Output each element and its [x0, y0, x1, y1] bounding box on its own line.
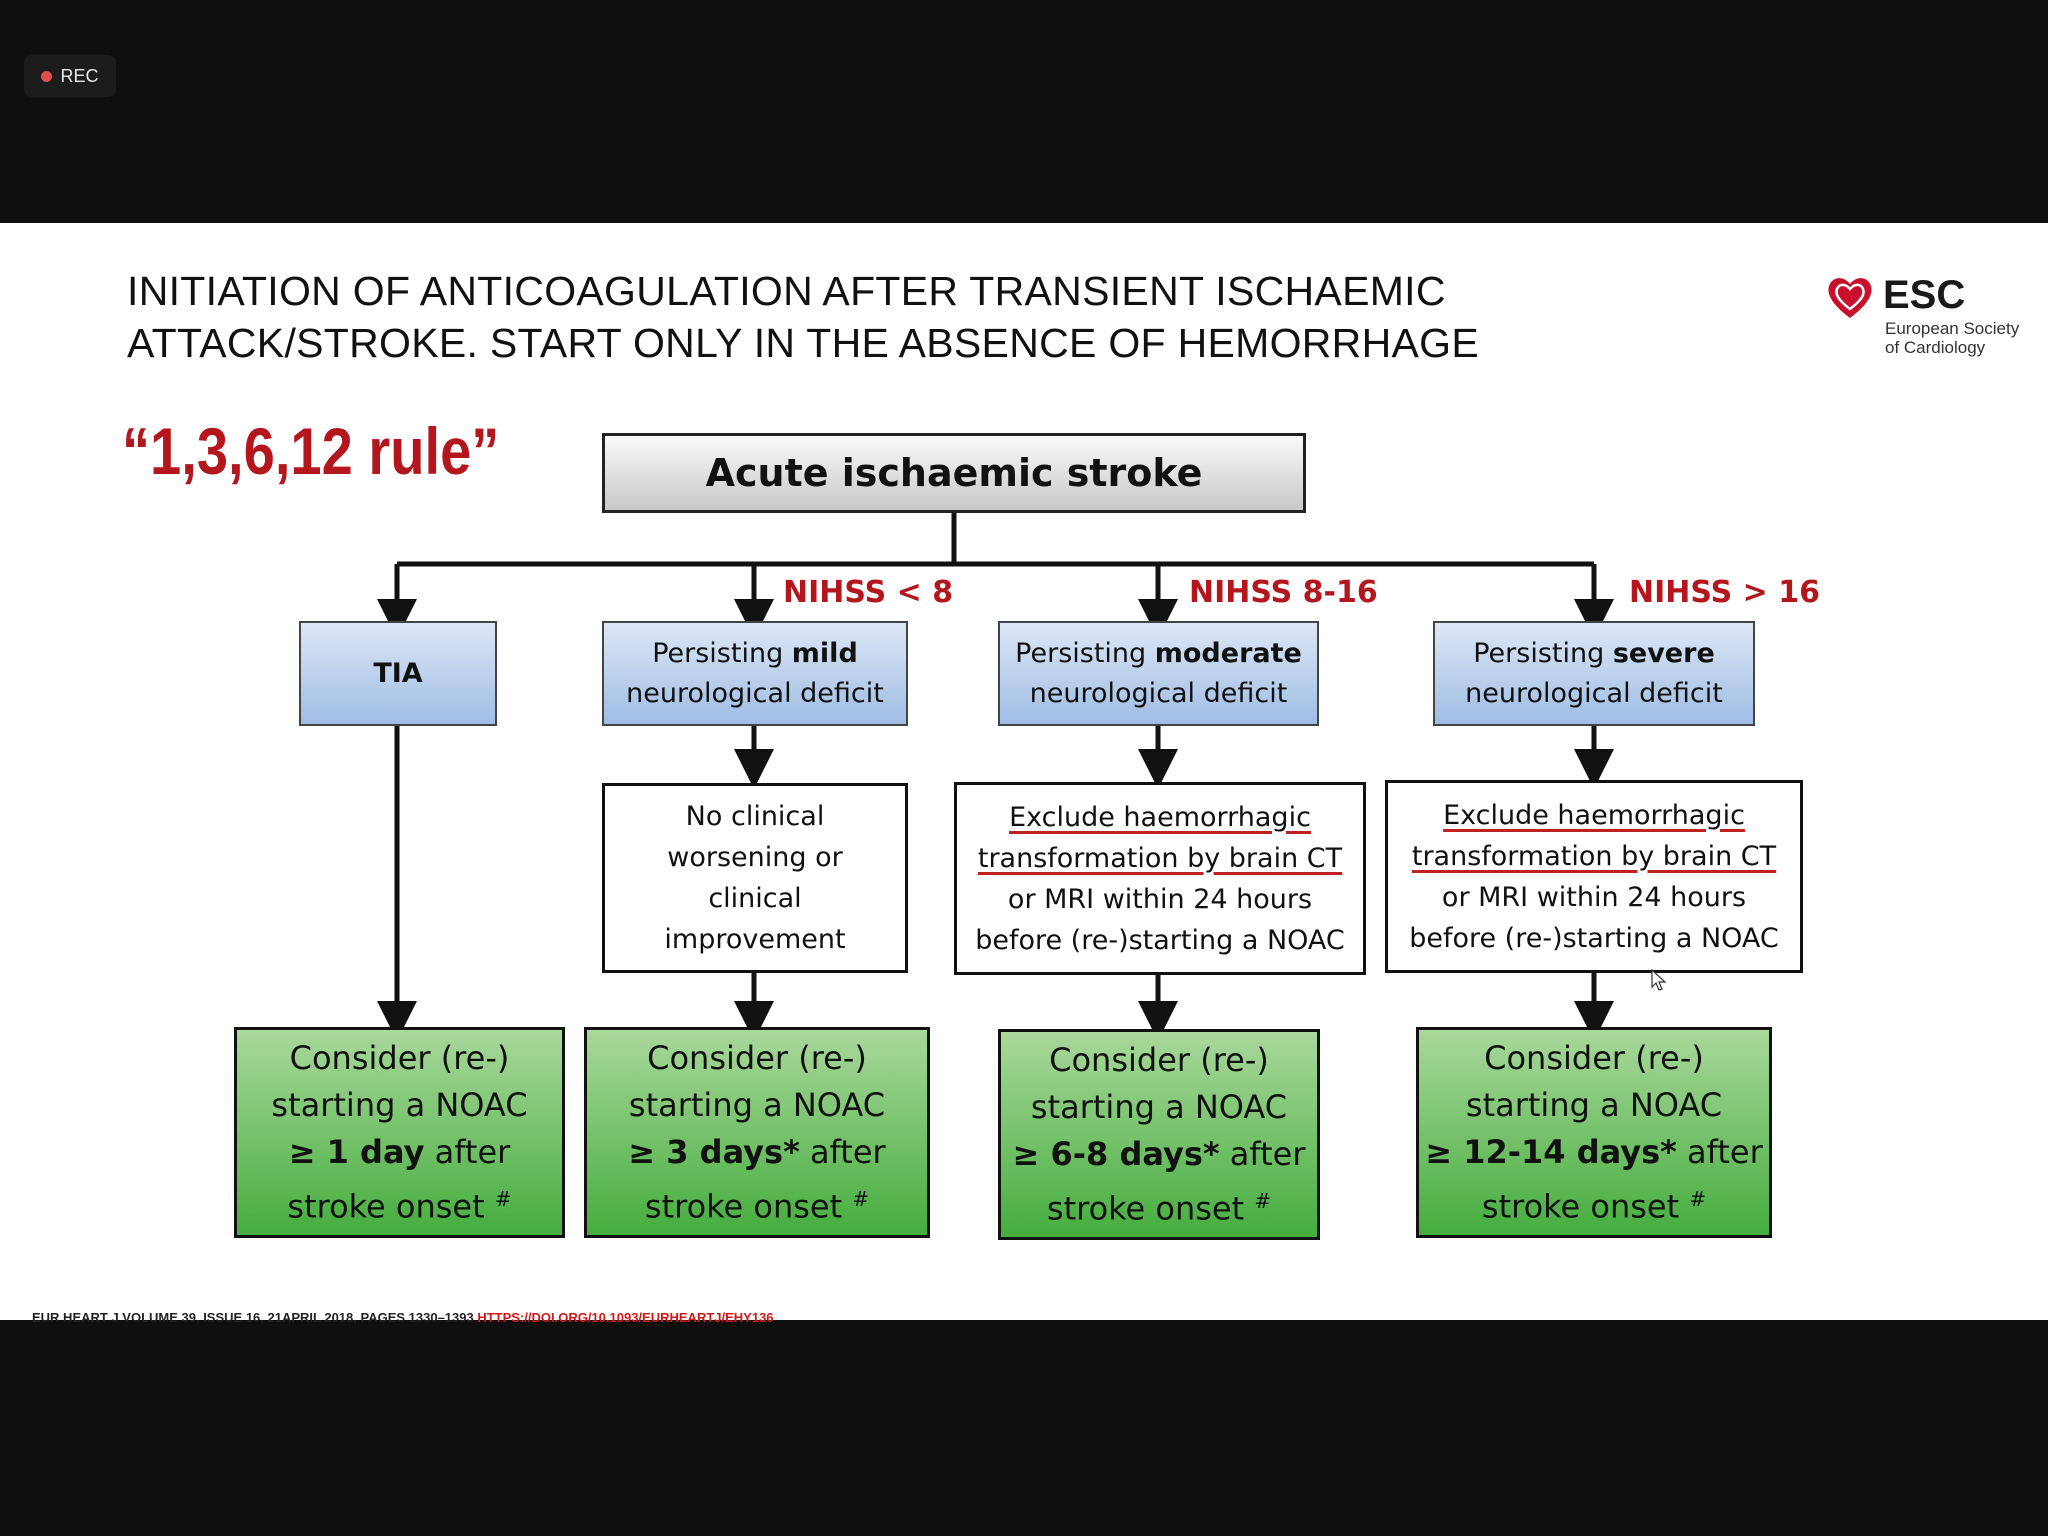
condition-line: or MRI within 24 hours: [1441, 881, 1747, 913]
rule-heading: “1,3,6,12 rule”: [122, 414, 500, 488]
presentation-slide: INITIATION OF ANTICOAGULATION AFTER TRAN…: [0, 223, 2048, 1325]
recommendation-tia: Consider (re-) starting a NOAC ≥ 1 day a…: [234, 1027, 565, 1238]
recommendation-line: Consider (re-): [1049, 1040, 1269, 1079]
condition-moderate: Exclude haemorrhagic transformation by b…: [954, 782, 1366, 975]
condition-line: transformation by brain CT: [977, 842, 1343, 874]
category-severe-severity: severe: [1612, 637, 1715, 669]
criterion-nihss-moderate: NIHSS 8-16: [1189, 575, 1378, 610]
recommendation-days: ≥ 6-8 days*: [1012, 1134, 1220, 1173]
recommendation-onset-text: stroke onset: [287, 1187, 495, 1226]
category-moderate-prefix: Persisting: [1015, 637, 1155, 669]
recommendation-onset-text: stroke onset: [1046, 1189, 1255, 1228]
recommendation-line: Consider (re-): [647, 1038, 867, 1077]
condition-severe: Exclude haemorrhagic transformation by b…: [1385, 780, 1803, 973]
condition-line: clinical: [708, 883, 802, 914]
recommendation-line: starting a NOAC: [1030, 1087, 1288, 1126]
slide-title: INITIATION OF ANTICOAGULATION AFTER TRAN…: [127, 265, 1607, 369]
recommendation-onset: stroke onset #: [1047, 1178, 1271, 1233]
recommendation-days: ≥ 1 day: [288, 1132, 425, 1171]
criterion-nihss-mild: NIHSS < 8: [783, 575, 954, 610]
condition-mild: No clinical worsening or clinical improv…: [602, 783, 908, 973]
criterion-nihss-severe: NIHSS > 16: [1629, 575, 1821, 610]
recommendation-after: after: [1219, 1134, 1306, 1173]
citation-doi-link[interactable]: HTTPS://DOI.ORG/10.1093/EURHEARTJ/EHY136: [477, 1310, 774, 1325]
recommendation-mild: Consider (re-) starting a NOAC ≥ 3 days*…: [584, 1027, 930, 1238]
condition-line: Exclude haemorrhagic: [1443, 799, 1745, 831]
citation-footer: EUR HEART J VOLUME 39, ISSUE 16, 21APRIL…: [32, 1310, 774, 1325]
recommendation-moderate: Consider (re-) starting a NOAC ≥ 6-8 day…: [998, 1029, 1320, 1240]
slide-title-line-1: INITIATION OF ANTICOAGULATION AFTER TRAN…: [127, 268, 1446, 314]
category-mild: Persisting mild neurological deficit: [602, 621, 908, 726]
recommendation-onset: stroke onset #: [645, 1176, 869, 1231]
category-severe-suffix: neurological deficit: [1465, 677, 1723, 709]
recommendation-line: starting a NOAC: [1465, 1085, 1723, 1124]
recommendation-timing: ≥ 12-14 days* after: [1425, 1129, 1762, 1176]
recommendation-line: starting a NOAC: [628, 1085, 886, 1124]
recording-indicator: REC: [24, 55, 116, 97]
recommendation-after: after: [799, 1132, 886, 1171]
category-moderate-suffix: neurological deficit: [1029, 677, 1288, 709]
footnote-mark: #: [1689, 1186, 1707, 1211]
footnote-mark: #: [494, 1186, 512, 1211]
recommendation-onset-text: stroke onset: [644, 1187, 853, 1226]
category-moderate-severity: moderate: [1154, 637, 1302, 669]
esc-logo: ESC European Society of Cardiology: [1825, 273, 2035, 363]
category-severe-text: Persisting severe neurological deficit: [1465, 634, 1723, 714]
heart-icon: [1828, 278, 1872, 318]
recommendation-severe: Consider (re-) starting a NOAC ≥ 12-14 d…: [1416, 1027, 1772, 1238]
recommendation-line: Consider (re-): [289, 1038, 510, 1077]
condition-line: transformation by brain CT: [1411, 840, 1777, 872]
category-severe: Persisting severe neurological deficit: [1433, 621, 1755, 726]
flowchart-connectors: [377, 513, 1614, 1041]
recommendation-onset-text: stroke onset: [1481, 1187, 1690, 1226]
logo-subtitle-line-1: European Society: [1885, 319, 2020, 338]
logo-name: ESC: [1883, 273, 1966, 317]
logo-subtitle-line-2: of Cardiology: [1885, 338, 1986, 357]
condition-line: before (re-)starting a NOAC: [975, 924, 1345, 956]
recommendation-timing: ≥ 6-8 days* after: [1013, 1131, 1306, 1178]
logo-subtitle: European Society of Cardiology: [1885, 319, 2019, 357]
footnote-mark: #: [852, 1186, 870, 1211]
category-mild-suffix: neurological deficit: [626, 677, 884, 709]
recommendation-after: after: [1676, 1132, 1763, 1171]
recommendation-line: Consider (re-): [1484, 1038, 1704, 1077]
category-mild-severity: mild: [791, 637, 858, 669]
recommendation-days: ≥ 12-14 days*: [1425, 1132, 1677, 1171]
recording-label: REC: [60, 65, 99, 86]
condition-line: before (re-)starting a NOAC: [1409, 922, 1779, 954]
category-severe-prefix: Persisting: [1473, 637, 1613, 669]
condition-line: No clinical: [685, 801, 825, 832]
recommendation-timing: ≥ 1 day after: [289, 1129, 511, 1176]
category-mild-text: Persisting mild neurological deficit: [626, 634, 884, 714]
category-moderate: Persisting moderate neurological deficit: [998, 621, 1319, 726]
category-tia-label: TIA: [373, 657, 423, 689]
recommendation-timing: ≥ 3 days* after: [628, 1129, 885, 1176]
category-moderate-text: Persisting moderate neurological deficit: [1015, 634, 1302, 714]
category-tia: TIA: [299, 621, 497, 726]
citation-text: EUR HEART J VOLUME 39, ISSUE 16, 21APRIL…: [32, 1310, 478, 1325]
condition-line: worsening or: [667, 842, 843, 873]
mouse-cursor-icon: [1651, 969, 1667, 991]
footnote-mark: #: [1254, 1188, 1272, 1213]
recommendation-after: after: [424, 1132, 511, 1171]
category-mild-prefix: Persisting: [652, 637, 792, 669]
slide-title-line-2: ATTACK/STROKE. START ONLY IN THE ABSENCE…: [127, 320, 1479, 366]
condition-line: Exclude haemorrhagic: [1009, 801, 1311, 833]
condition-line: improvement: [664, 924, 846, 955]
condition-line: or MRI within 24 hours: [1007, 883, 1313, 915]
recommendation-line: starting a NOAC: [271, 1085, 528, 1124]
root-node-acute-stroke: Acute ischaemic stroke: [602, 433, 1306, 513]
recommendation-onset: stroke onset #: [1482, 1176, 1706, 1231]
recommendation-days: ≥ 3 days*: [628, 1132, 800, 1171]
recommendation-onset: stroke onset #: [287, 1176, 511, 1231]
record-dot-icon: [41, 70, 53, 82]
